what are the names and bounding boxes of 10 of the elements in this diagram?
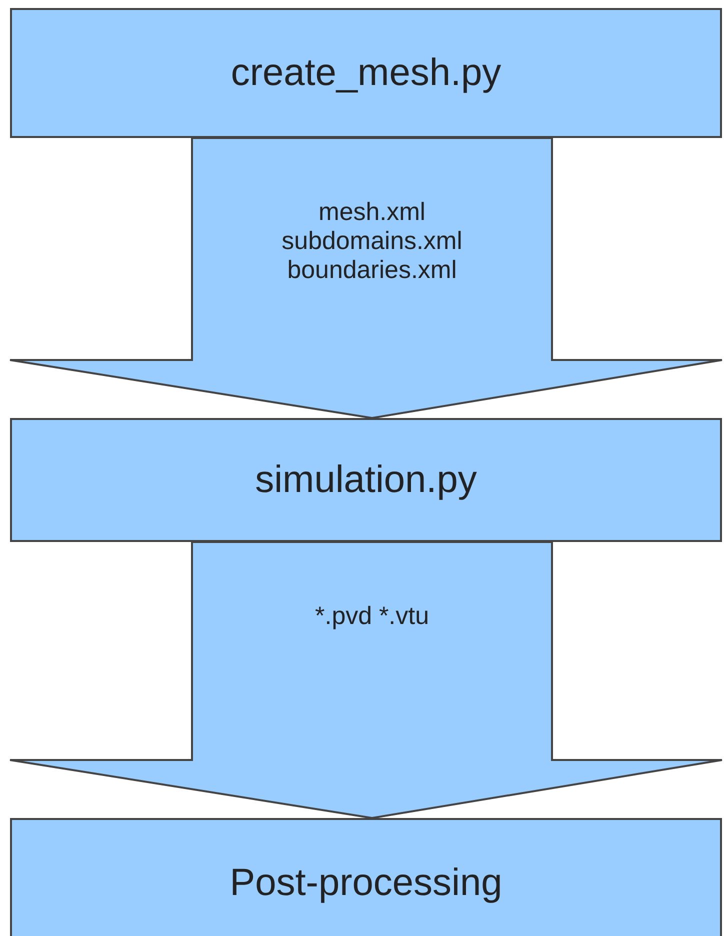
process-box [10,8,722,138]
box-label: Post-processing [230,862,502,904]
block-arrow [9,137,723,420]
box-label: simulation.py [255,458,477,502]
block-arrow [9,541,723,820]
process-box [10,418,722,542]
edge-label: *.pvd *.vtu [314,602,430,631]
box-label: create_mesh.py [230,52,502,94]
process-box [10,818,722,936]
edge-label: mesh.xml subdomains.xml boundaries.xml [280,198,464,284]
